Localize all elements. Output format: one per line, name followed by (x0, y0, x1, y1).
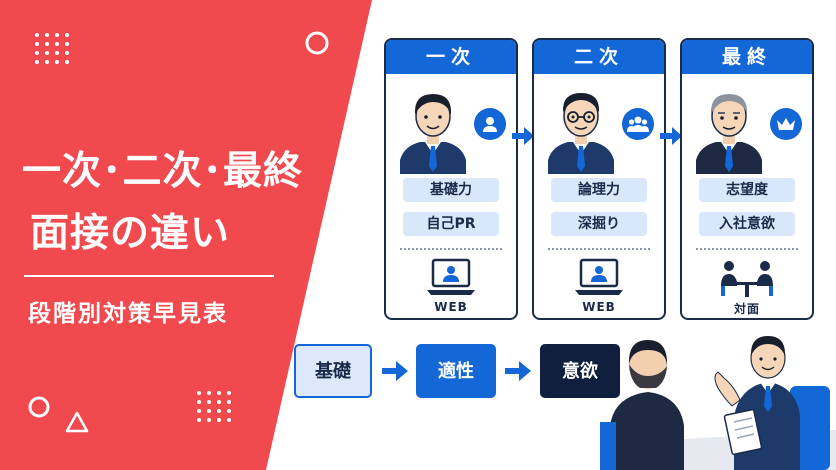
main-title-line1: 一次･二次･最終 (22, 149, 304, 194)
circle-outline-decoration-top (305, 31, 329, 55)
stage-tag: 深掘り (551, 212, 647, 236)
interview-mode-label: 対面 (733, 302, 760, 316)
interview-mode-label: WEB (582, 300, 616, 314)
dot-grid-decoration-bottom (197, 391, 231, 422)
face-to-face-meeting-icon (721, 261, 773, 297)
title-divider (24, 275, 274, 277)
stage-card-first: 一次 基礎力 自己PR (384, 38, 518, 320)
flow-step-basic: 基礎 (294, 344, 372, 398)
crown-badge (770, 108, 802, 140)
interview-scene-illustration (600, 336, 836, 470)
interview-mode-label: WEB (434, 300, 468, 314)
interviewer-glasses-avatar-icon (548, 93, 614, 174)
arrow-right-icon (382, 361, 408, 381)
arrow-right-icon (505, 361, 531, 381)
dotted-divider (400, 248, 502, 250)
laptop-video-icon (427, 258, 475, 295)
stage-card-second: 二次 (532, 38, 666, 320)
executive-avatar-icon (696, 94, 762, 174)
stage-header: 最終 (682, 40, 812, 74)
crown-icon (777, 118, 795, 130)
arrow-right-icon (660, 127, 682, 145)
stage-card-final: 最終 志望度 入社意欲 (680, 38, 814, 320)
laptop-video-icon (575, 258, 623, 295)
stage-tag: 志望度 (699, 178, 795, 202)
dotted-divider (548, 248, 650, 250)
arrow-right-icon (512, 127, 534, 145)
dot-grid-decoration-top (35, 33, 69, 64)
triangle-outline-decoration (65, 411, 89, 433)
subtitle: 段階別対策早見表 (28, 301, 228, 327)
circle-outline-decoration-bottom (28, 396, 50, 418)
person-badge (474, 108, 506, 140)
flow-step-aptitude: 適性 (416, 344, 496, 398)
flow-step-motivation: 意欲 (540, 344, 620, 398)
group-badge (622, 108, 654, 140)
stage-tag: 入社意欲 (699, 212, 795, 236)
stage-tag: 論理力 (551, 178, 647, 202)
stage-tag: 基礎力 (403, 178, 499, 202)
interviewer-young-avatar-icon (400, 94, 466, 174)
stage-header: 一次 (386, 40, 516, 74)
group-icon (627, 116, 649, 132)
main-title-line2: 面接の違い (30, 211, 231, 256)
stage-header: 二次 (534, 40, 664, 74)
dotted-divider (696, 248, 798, 250)
stage-tag: 自己PR (403, 212, 499, 236)
person-icon (483, 117, 497, 132)
